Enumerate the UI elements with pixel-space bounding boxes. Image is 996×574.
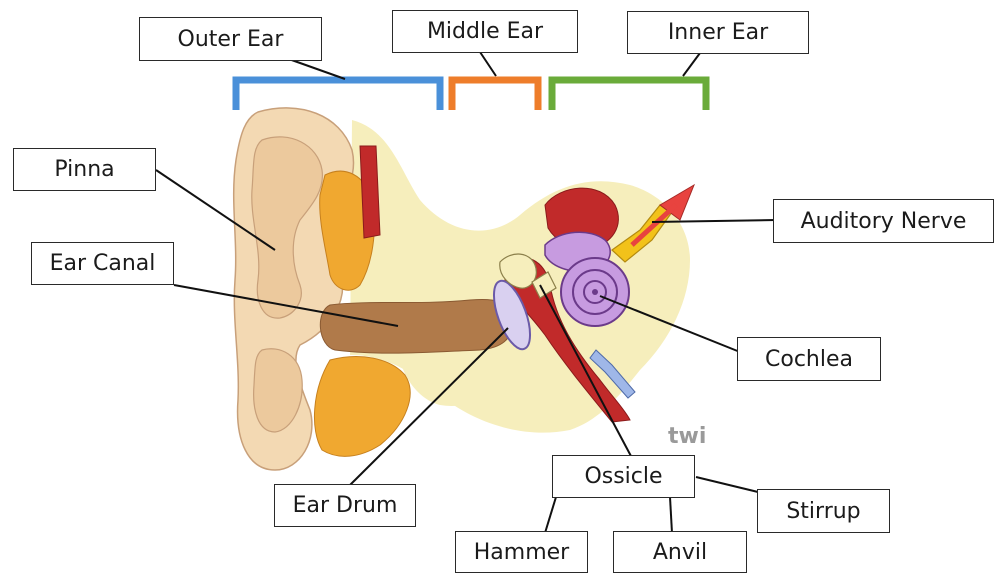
cochlea-label: Cochlea <box>737 337 881 381</box>
outer-ear-connector <box>286 58 345 79</box>
ear-canal-label: Ear Canal <box>31 242 174 285</box>
inner-ear-connector <box>683 53 700 76</box>
pinna-label: Pinna <box>13 148 156 191</box>
hammer-pointer <box>545 497 556 533</box>
outer-ear-bracket <box>236 80 440 110</box>
lower-cartilage <box>314 356 410 456</box>
inner-ear-bracket <box>552 80 706 110</box>
watermark-text: twi <box>668 424 706 449</box>
cochlea-shape <box>561 258 629 326</box>
middle-ear-connector <box>480 52 496 76</box>
outer-ear-label: Outer Ear <box>139 17 322 61</box>
stirrup-pointer <box>696 477 758 492</box>
stirrup-label: Stirrup <box>757 489 890 533</box>
ear-drum-label: Ear Drum <box>274 484 416 527</box>
anvil-pointer <box>670 497 672 533</box>
auditory-nerve-label: Auditory Nerve <box>773 199 994 243</box>
inner-ear-label: Inner Ear <box>627 11 809 54</box>
ear-canal-shape <box>320 299 512 353</box>
red-tissue-upper <box>360 146 380 238</box>
middle-ear-bracket <box>452 80 538 110</box>
anvil-label: Anvil <box>613 531 747 573</box>
middle-ear-label: Middle Ear <box>392 10 578 53</box>
hammer-label: Hammer <box>455 531 588 573</box>
ossicle-label: Ossicle <box>552 455 695 498</box>
